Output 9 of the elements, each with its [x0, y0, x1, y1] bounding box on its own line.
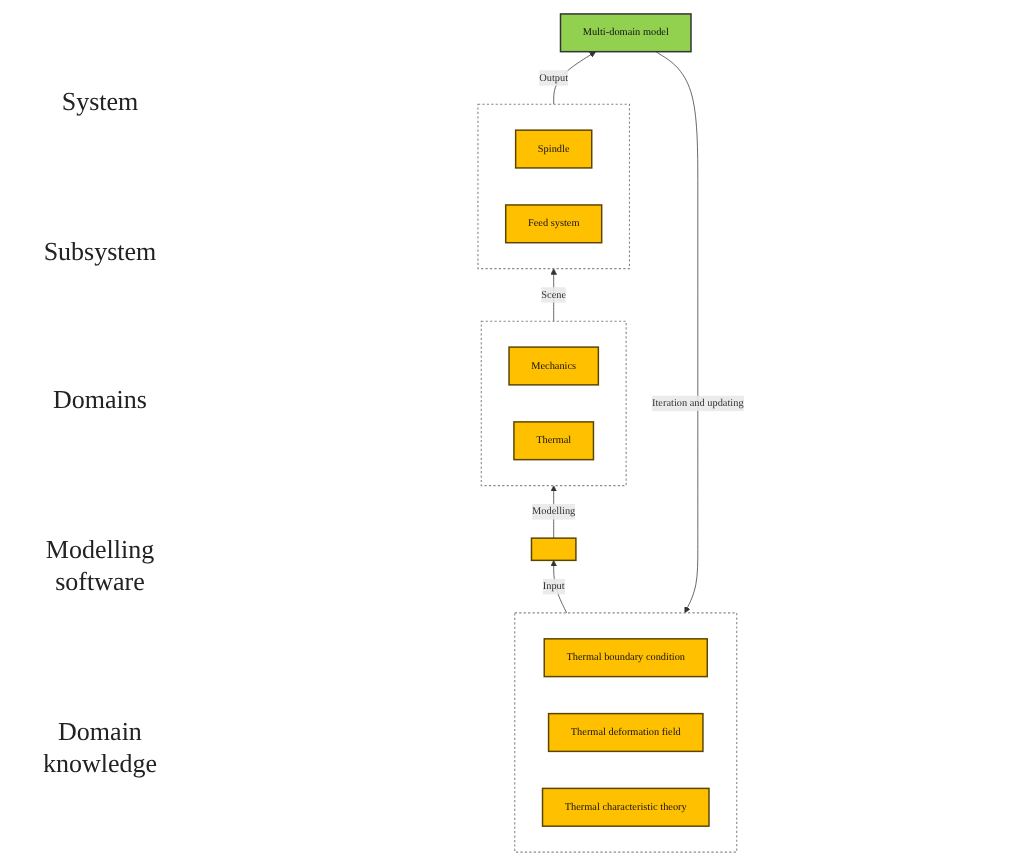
cluster	[476, 103, 630, 270]
cluster	[513, 612, 737, 853]
cluster	[479, 320, 626, 487]
level-label: System	[59, 86, 141, 119]
level-label: Subsystem	[41, 235, 159, 268]
node-box	[529, 537, 576, 562]
level-label: Domain knowledge	[40, 715, 160, 780]
level-label: Domains	[51, 384, 149, 417]
level-label: Modelling software	[43, 534, 157, 599]
